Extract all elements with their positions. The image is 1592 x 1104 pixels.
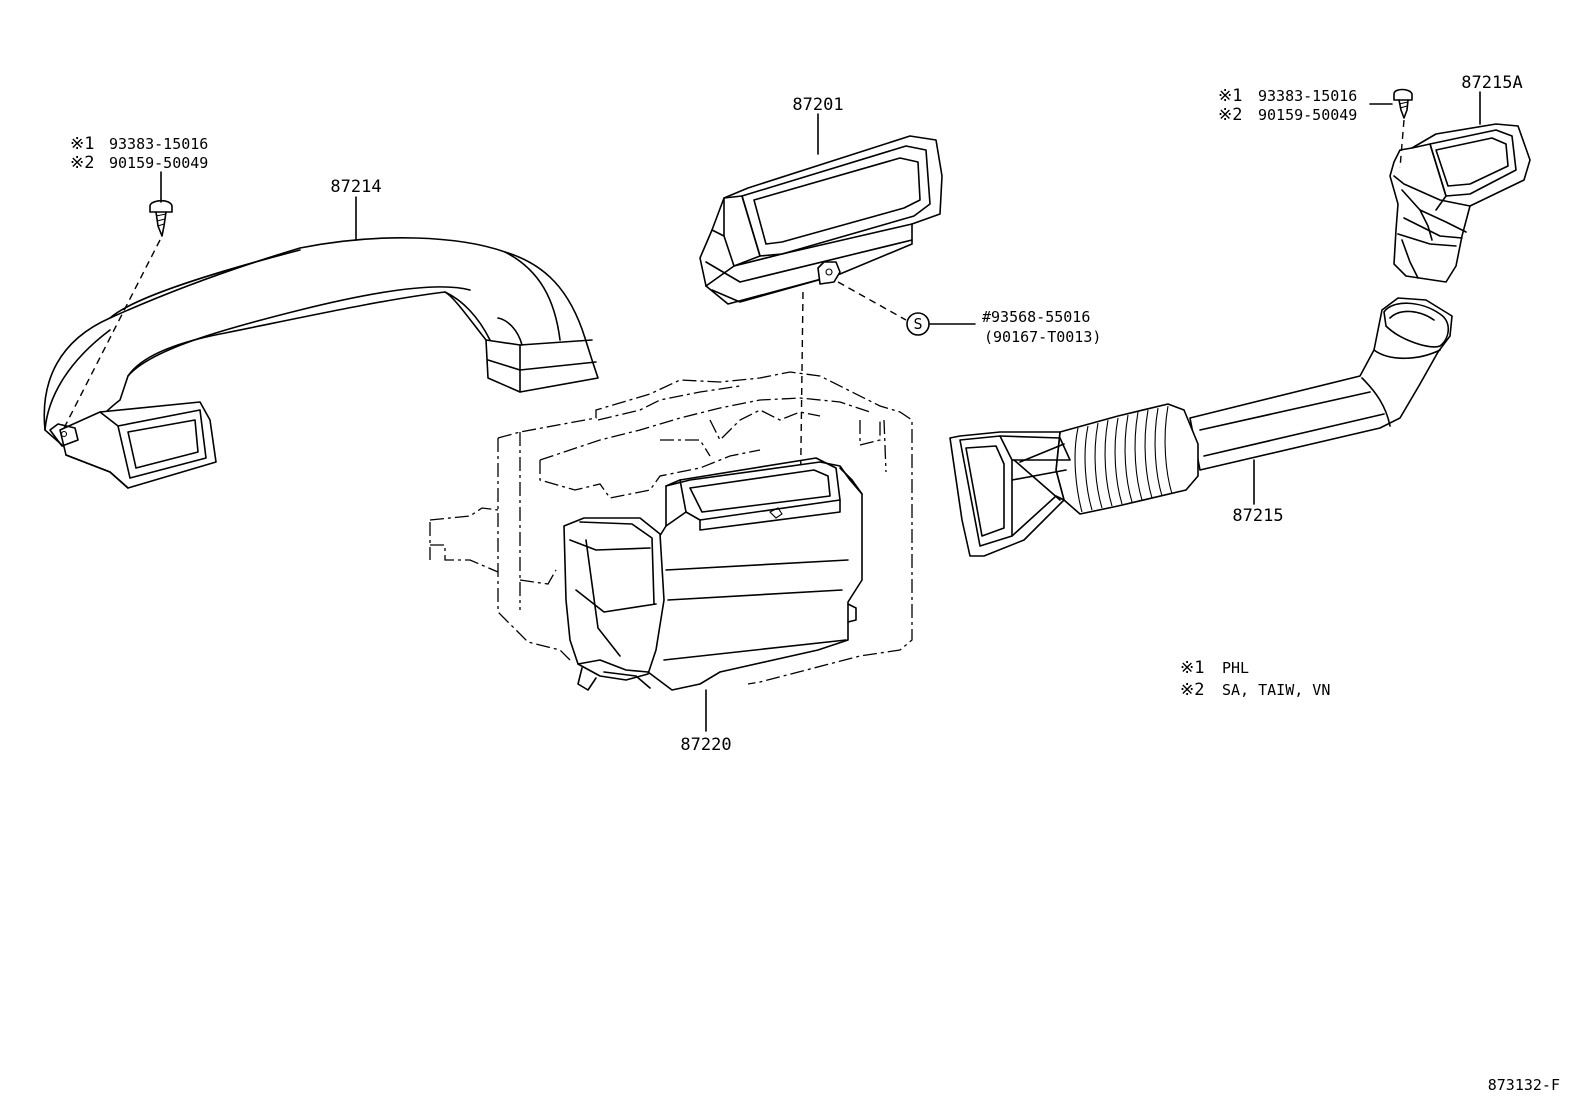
callout-87215: 87215 <box>1232 506 1283 526</box>
screw-right-mark-1: ※1 <box>1218 86 1242 106</box>
callout-labels: 87214 87201 87215A 87215 87220 <box>330 73 1522 755</box>
duct-87220 <box>563 457 863 691</box>
legend-mark-2: ※2 <box>1180 680 1204 700</box>
duct-87214 <box>43 237 599 489</box>
clip-parts: #93568-55016 (90167-T0013) <box>982 308 1101 346</box>
screw-right-part-1: 93383-15016 <box>1258 87 1357 105</box>
figure-id: 873132-F <box>1488 1076 1560 1094</box>
legend: ※1 PHL ※2 SA, TAIW, VN <box>1180 658 1330 700</box>
callout-87215A: 87215A <box>1461 73 1522 93</box>
clip-part-number: #93568-55016 <box>982 308 1090 326</box>
clip-alt-part-number: (90167-T0013) <box>984 328 1101 346</box>
callout-87214: 87214 <box>330 177 381 197</box>
screw-left-mark-2: ※2 <box>70 153 94 173</box>
screw-right-part-2: 90159-50049 <box>1258 106 1357 124</box>
screw-right-parts: ※1 93383-15016 ※2 90159-50049 <box>1218 86 1357 125</box>
screw-left-icon <box>61 171 173 433</box>
screw-left-part-2: 90159-50049 <box>109 154 208 172</box>
clip-symbol-icon <box>906 312 930 336</box>
heater-unit-phantom <box>429 371 913 685</box>
duct-87201 <box>699 135 943 305</box>
clip-symbol: S <box>913 315 922 333</box>
legend-text-2: SA, TAIW, VN <box>1222 681 1330 699</box>
callout-87201: 87201 <box>792 95 843 115</box>
duct-87215A <box>1389 123 1531 283</box>
legend-text-1: PHL <box>1222 659 1249 677</box>
screw-right-mark-2: ※2 <box>1218 105 1242 125</box>
callout-87220: 87220 <box>680 735 731 755</box>
screw-left-part-1: 93383-15016 <box>109 135 208 153</box>
screw-right-icon <box>1369 88 1413 169</box>
screw-left-parts: ※1 93383-15016 ※2 90159-50049 <box>70 134 208 173</box>
leader-lines <box>355 91 1481 732</box>
legend-mark-1: ※1 <box>1180 658 1204 678</box>
duct-87215 <box>949 297 1453 557</box>
screw-left-mark-1: ※1 <box>70 134 94 154</box>
bellows-ribs <box>1074 405 1173 513</box>
